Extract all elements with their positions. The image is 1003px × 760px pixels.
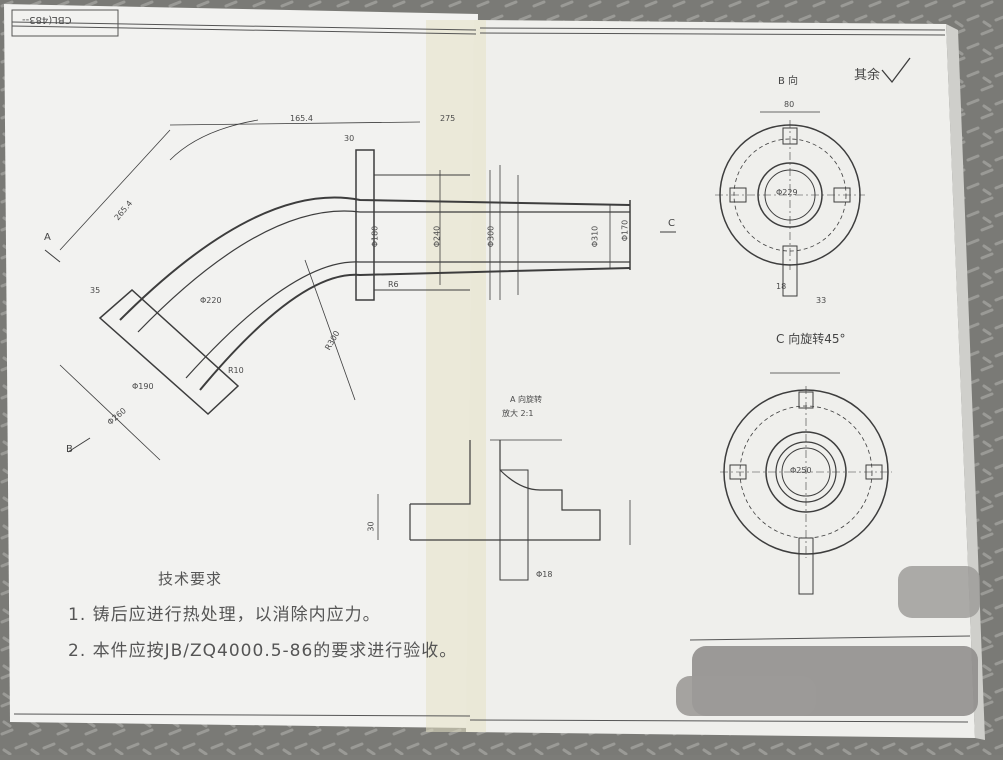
view-label-a: A	[44, 232, 51, 243]
c-view-flange	[720, 372, 892, 595]
dim-b-33: 33	[816, 296, 827, 305]
dim-b-80: 80	[784, 100, 795, 109]
view-label-c: C	[668, 218, 675, 229]
dim-35: 35	[90, 286, 101, 295]
dim-a-d18: Φ18	[536, 570, 553, 579]
section-b-label: B 向	[778, 76, 799, 87]
roughness-note: 其余	[854, 68, 881, 83]
main-pipe-elevation	[44, 119, 676, 461]
a-detail-section	[377, 439, 631, 581]
drawing-frame	[11, 9, 971, 723]
dim-d190: Φ190	[132, 382, 154, 391]
dim-d300: Φ300	[486, 225, 496, 248]
dim-d240a: Φ240	[432, 225, 442, 248]
detail-a-label: A 向旋转	[510, 395, 543, 404]
left-paper-sheet	[4, 4, 478, 728]
dim-b-18: 18	[776, 282, 787, 291]
view-label-b: B	[66, 444, 73, 455]
dim-d220: Φ220	[200, 296, 222, 305]
dim-d180: Φ180	[370, 225, 380, 248]
section-c-label: C 向旋转45°	[776, 332, 846, 346]
b-view-flange	[715, 111, 865, 297]
roughness-symbol	[881, 57, 911, 84]
dim-d310: Φ310	[590, 225, 600, 248]
dim-r10: R10	[228, 366, 244, 375]
dim-b-d229: Φ229	[776, 188, 798, 197]
redacted-title-block	[676, 566, 980, 716]
part-number: CBL(483--	[22, 14, 72, 25]
dim-c-d250: Φ250	[790, 466, 812, 475]
dim-165: 165.4	[290, 114, 313, 123]
dim-30: 30	[344, 134, 355, 143]
dim-d170: Φ170	[620, 219, 630, 242]
dim-a-30: 30	[366, 521, 376, 532]
detail-a-scale: 放大 2:1	[502, 409, 534, 418]
tech-requirement-2: 2. 本件应按JB/ZQ4000.5-86的要求进行验收。	[68, 641, 458, 661]
dim-r6: R6	[388, 280, 399, 289]
tech-requirements-title: 技术要求	[158, 570, 223, 588]
tech-requirement-1: 1. 铸后应进行热处理，以消除内应力。	[68, 605, 381, 625]
tape-strip	[426, 20, 486, 732]
dim-275: 275	[440, 114, 456, 123]
right-paper-sheet	[466, 20, 975, 738]
paper-edge	[946, 24, 985, 740]
